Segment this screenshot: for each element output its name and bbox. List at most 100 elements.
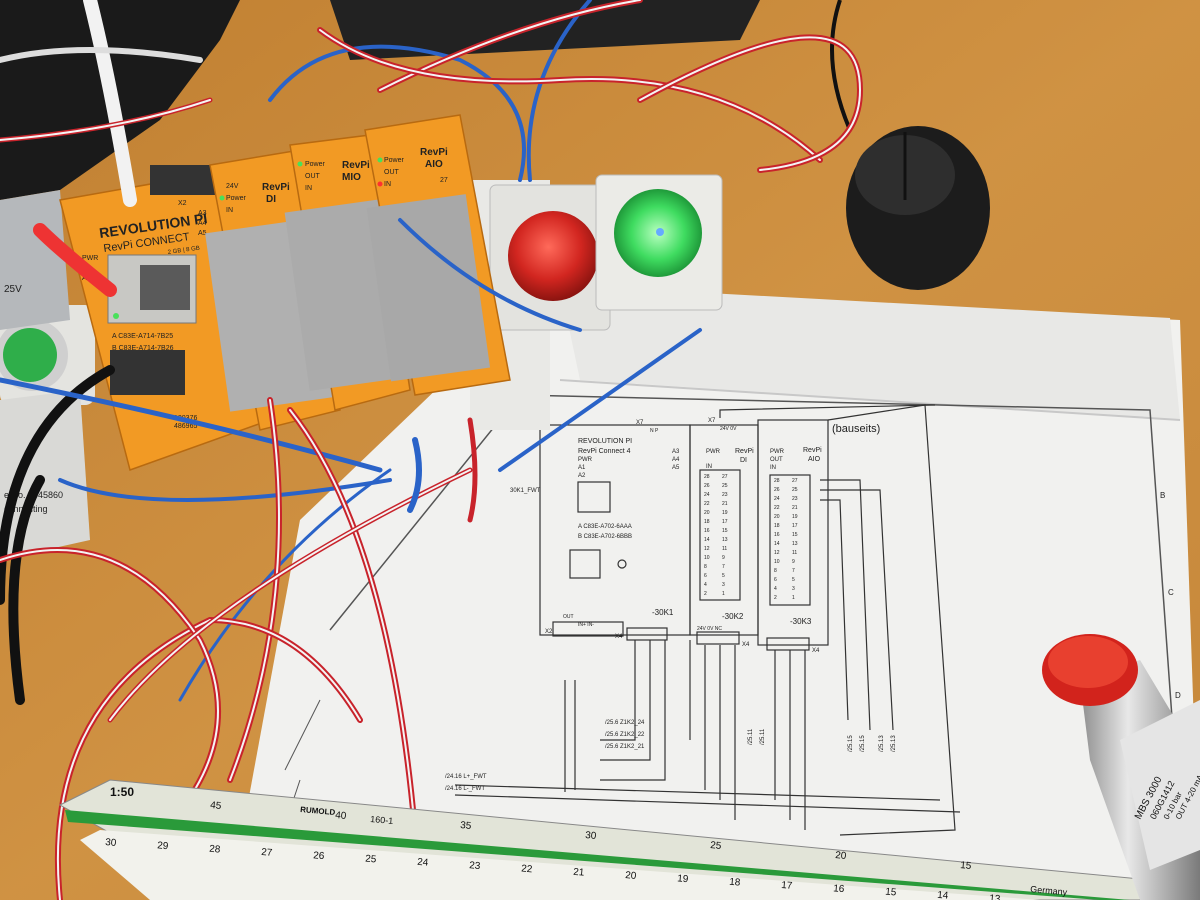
schematic-di-terminals: 2828272726262525242423232222212120201919… [704, 474, 798, 601]
left-green-button[interactable] [0, 305, 95, 405]
di-terminal-number: 10 [704, 555, 710, 561]
schematic-wire-tag: 30K1_FWT [510, 488, 541, 494]
schematic-x4c: X4 [812, 648, 820, 654]
svg-text:/25.6 Z1K2_24: /25.6 Z1K2_24 [605, 720, 645, 726]
svg-text:IN: IN [706, 464, 712, 470]
svg-text:24V: 24V [226, 183, 239, 190]
aio-terminal-number: 28 [774, 478, 780, 484]
di-terminal-number: 18 [704, 519, 710, 525]
svg-text:Power: Power [384, 157, 405, 164]
aio-terminal-number: 25 [792, 487, 798, 493]
ruler-number: 27 [261, 847, 273, 859]
schematic-x1-pins: N P [650, 428, 659, 434]
aio-terminal-number: 10 [774, 559, 780, 565]
schematic-bottom-refs: /24.16 L+_FWT /24.16 L-_FWT [445, 774, 487, 792]
schematic-connect-pins: A3 A4 A5 [672, 449, 680, 471]
svg-text:IN: IN [305, 185, 312, 192]
svg-text:Power: Power [305, 161, 326, 168]
di-terminal-number: 3 [722, 582, 725, 588]
svg-text:B: B [1160, 491, 1165, 500]
svg-text:486965: 486965 [174, 423, 197, 430]
schematic-x7-pins: 24V 0V [720, 426, 737, 432]
ruler-number: 13 [989, 893, 1001, 900]
svg-text:RevPi: RevPi [262, 182, 290, 193]
schematic-connect-sub: RevPi Connect 4 [578, 448, 631, 455]
ruler-number-top: 30 [585, 830, 597, 842]
di-terminal-number: 5 [722, 573, 725, 579]
schematic-k3: -30K3 [790, 617, 812, 626]
aio-terminal-number: 20 [774, 514, 780, 520]
ruler-number: 23 [469, 860, 481, 872]
schematic-texts: (bauseits) REVOLUTION PI RevPi Connect 4… [445, 418, 1181, 792]
svg-text:A5: A5 [672, 465, 680, 471]
schematic-x4: X4 [615, 634, 623, 640]
schematic-x2: X2 [545, 629, 553, 635]
schematic-refs: /25.6 Z1K2_24 /25.6 Z1K2_22 /25.6 Z1K2_2… [605, 720, 645, 750]
ruler-number: 17 [781, 880, 793, 892]
svg-text:A1: A1 [578, 465, 586, 471]
aio-terminal-number: 2 [774, 595, 777, 601]
aio-terminal-number: 21 [792, 505, 798, 511]
svg-text:MIO: MIO [342, 172, 361, 183]
ruler-number: 16 [833, 883, 845, 895]
schematic-pwr-pins: 24V 0V NC [697, 626, 722, 632]
schematic-di-sub: DI [740, 457, 747, 464]
svg-text:OUT: OUT [770, 457, 783, 463]
svg-text:A2: A2 [578, 473, 586, 479]
ruler-number: 15 [885, 887, 897, 899]
schematic-k2: -30K2 [722, 612, 744, 621]
svg-text:IN: IN [226, 207, 233, 214]
aio-terminal-number: 4 [774, 586, 777, 592]
svg-text:/24.16 L-_FWT: /24.16 L-_FWT [445, 786, 485, 792]
di-terminal-number: 23 [722, 492, 728, 498]
svg-text:A4: A4 [198, 220, 207, 227]
svg-text:PWR: PWR [82, 255, 98, 262]
svg-text:/25.6 Z1K2_22: /25.6 Z1K2_22 [605, 732, 645, 738]
svg-text:/25.11: /25.11 [760, 728, 766, 745]
ruler-country: Germany [1030, 884, 1068, 897]
svg-text:Power: Power [226, 195, 247, 202]
ruler-number-top: 45 [210, 800, 222, 812]
ruler-number: 21 [573, 867, 585, 879]
aio-terminal-number: 8 [774, 568, 777, 574]
ruler-number-top: 25 [710, 840, 722, 852]
schematic-di-leds: PWR IN [706, 449, 721, 470]
ruler-number: 22 [521, 863, 533, 875]
schematic-drawing [454, 404, 961, 836]
ruler-number: 25 [365, 854, 377, 866]
ruler-number: 29 [157, 840, 169, 852]
aio-terminal-number: 7 [792, 568, 795, 574]
svg-text:IN: IN [770, 465, 776, 471]
red-push-button[interactable] [489, 184, 611, 331]
connect-mac-a: A C83E-A714-7B25 [112, 333, 173, 340]
svg-text:/25.15: /25.15 [860, 735, 866, 752]
svg-text:/25.13: /25.13 [891, 735, 897, 752]
aio-terminal-number: 12 [774, 550, 780, 556]
di-terminal-number: 21 [722, 501, 728, 507]
di-terminal-number: 24 [704, 492, 710, 498]
svg-text:/25.13: /25.13 [879, 735, 885, 752]
di-terminal-number: 12 [704, 546, 710, 552]
di-terminal-number: 1 [722, 591, 725, 597]
aio-terminal-number: 14 [774, 541, 780, 547]
svg-text:IN: IN [384, 181, 391, 188]
svg-text:/25.6 Z1K2_21: /25.6 Z1K2_21 [605, 744, 645, 750]
aio-terminal-number: 13 [792, 541, 798, 547]
ruler-number: 24 [417, 857, 429, 869]
aio-terminal-number: 3 [792, 586, 795, 592]
connect-mac-b: B C83E-A714-7B26 [112, 345, 174, 352]
schematic-vertical-refs: /25.11 /25.11 /25.15 /25.15 /25.13 /25.1… [748, 728, 897, 752]
green-push-button[interactable] [595, 174, 723, 311]
aio-terminal-number: 22 [774, 505, 780, 511]
ruler-scale2: 160-1 [370, 814, 394, 826]
aio-terminal-number: 24 [774, 496, 780, 502]
di-terminal-number: 17 [722, 519, 728, 525]
di-terminal-number: 15 [722, 528, 728, 534]
schematic-connect-leds: PWR A1 A2 [578, 457, 593, 479]
ruler-scale: 1:50 [110, 785, 134, 799]
aio-terminal-number: 19 [792, 514, 798, 520]
svg-text:OUT: OUT [305, 173, 321, 180]
ruler-number: 30 [105, 837, 117, 849]
schematic-aio-sub: AIO [808, 456, 821, 463]
